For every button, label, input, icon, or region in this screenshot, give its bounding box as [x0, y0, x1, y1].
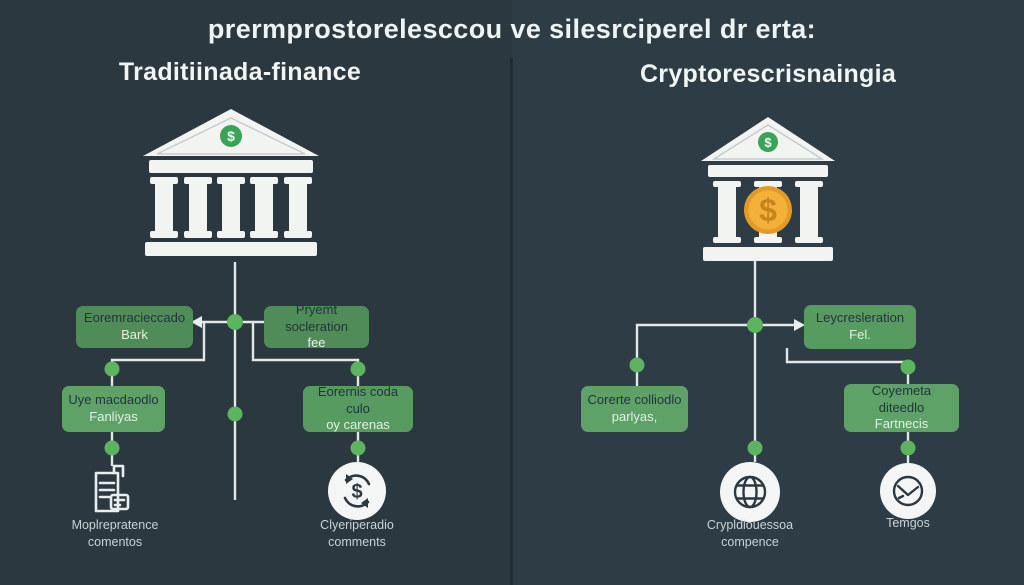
traditional-bank-icon: $ — [143, 109, 319, 256]
leaf-label: Temgos — [886, 516, 930, 530]
dollar-symbol: $ — [227, 128, 235, 144]
leaf-label: Clyeriperadio comments — [320, 518, 394, 549]
money-cycle-icon: $ — [328, 462, 386, 520]
flow-box: Coyemeta diteedlo Fartnecis — [844, 383, 959, 432]
coin-dollar-symbol: $ — [759, 192, 777, 228]
left-column-header: Traditiinada-finance — [118, 58, 362, 86]
crypto-bank-icon: $ $ — [701, 117, 835, 261]
flow-box: Leycresleration Fel. — [804, 305, 916, 349]
leaf-label: Crypldiouessoa compence — [706, 518, 794, 549]
clock-icon — [880, 463, 936, 519]
dollar-symbol: $ — [351, 481, 362, 503]
flow-box: Eorernis coda culo oy carenas — [303, 384, 413, 432]
right-column-header: Cryptorescrisnaingia — [639, 60, 897, 88]
flow-box: Eoremracieccado Bark — [76, 306, 193, 348]
dollar-badge-icon — [758, 132, 778, 152]
dollar-badge-icon — [220, 125, 242, 147]
page-title: prermprostorelesccou ve silesrciperel dr… — [207, 14, 817, 44]
gold-coin-icon: $ — [744, 186, 792, 234]
flow-box: Pryemt socleration fee — [264, 302, 369, 350]
flow-box: Corerte colliodlo parlyas, — [581, 386, 688, 432]
document-icon — [94, 464, 130, 513]
dollar-symbol: $ — [764, 135, 772, 150]
panel-divider — [510, 58, 513, 585]
flow-box: Uye macdaodlo Fanliyas — [62, 386, 165, 432]
leaf-label: Moplrepratence comentos — [71, 518, 159, 549]
globe-icon — [720, 462, 780, 522]
